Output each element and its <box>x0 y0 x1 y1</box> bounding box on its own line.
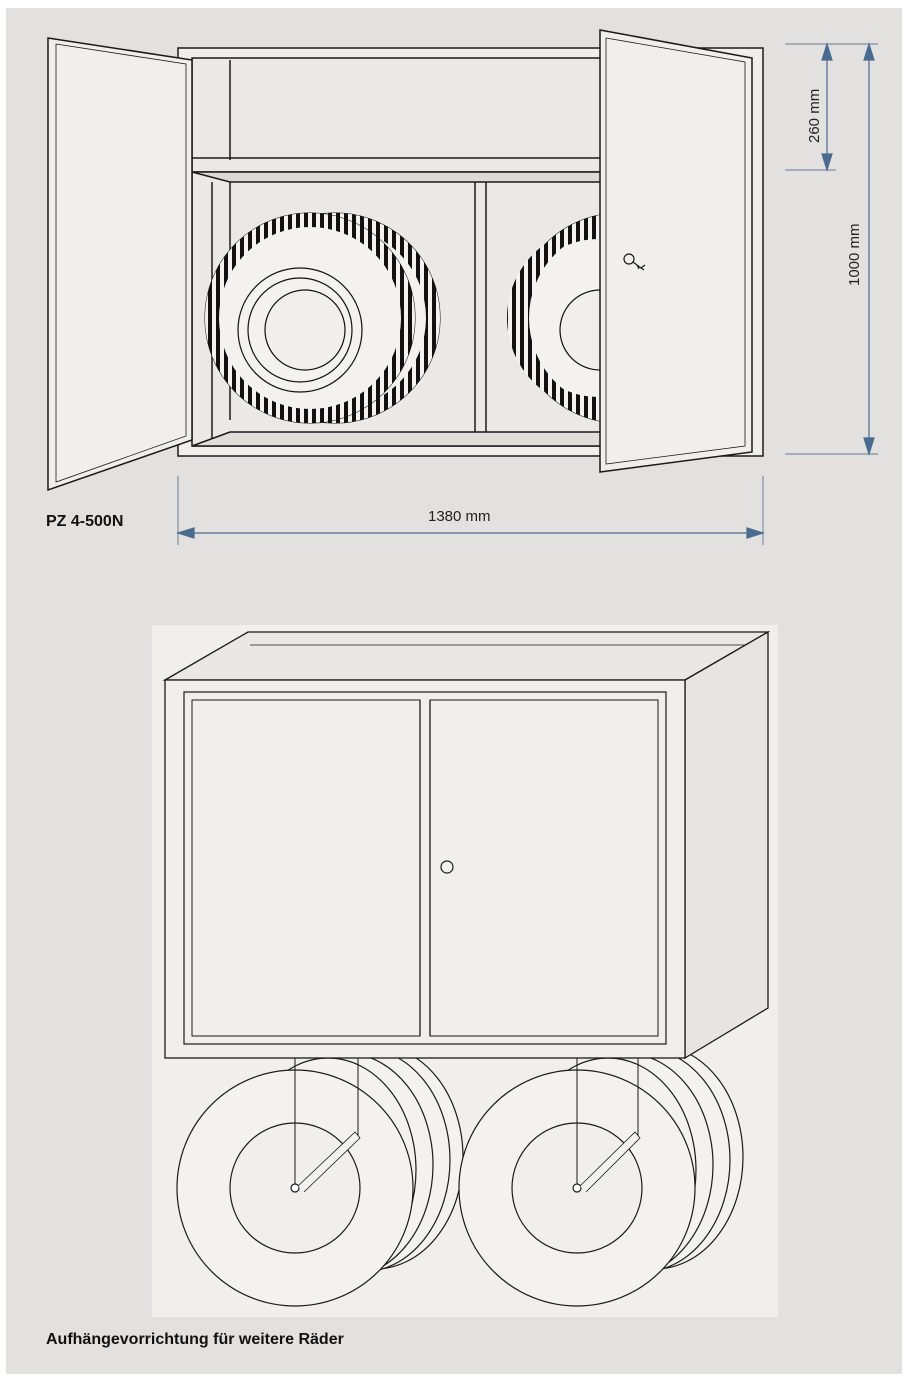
model-label: PZ 4-500N <box>46 513 124 530</box>
lock-icon <box>623 253 646 271</box>
shelf-dimension-label: 260 mm <box>806 88 823 143</box>
left-door <box>47 37 193 492</box>
width-dimension-label: 1380 mm <box>428 508 491 525</box>
tyre-stack-left <box>204 212 441 424</box>
height-dimension-label: 1000 mm <box>846 223 863 286</box>
cabinet-open-drawing <box>47 29 878 545</box>
dimension-lines <box>175 41 878 545</box>
hanging-device-caption: Aufhängevorrichtung für weitere Räder <box>46 1331 344 1348</box>
right-door <box>599 29 753 473</box>
